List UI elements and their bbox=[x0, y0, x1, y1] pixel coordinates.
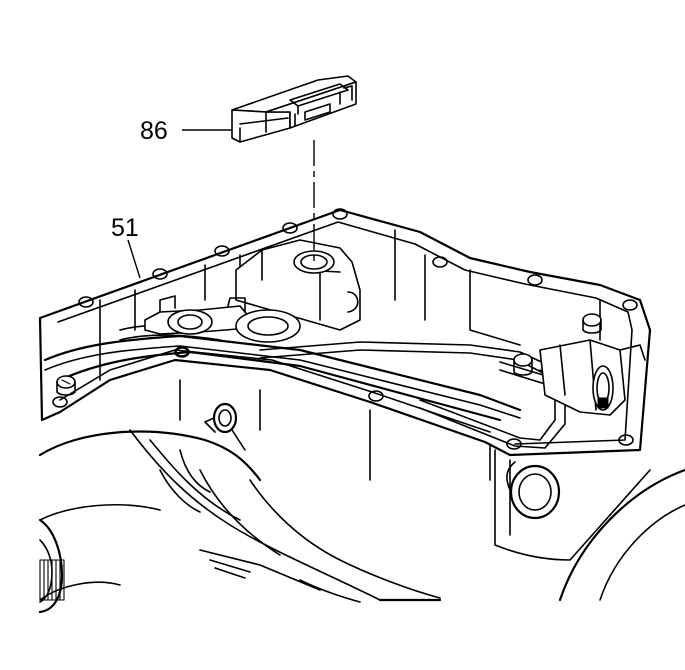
bolt-left bbox=[56, 375, 76, 396]
detent-lever bbox=[144, 295, 301, 343]
callout-86-label: 86 bbox=[140, 117, 168, 145]
bolt-right-mid bbox=[513, 353, 533, 376]
flange-bolt-holes bbox=[52, 208, 638, 450]
bolt-center bbox=[175, 347, 189, 357]
electrical-connector bbox=[539, 339, 646, 416]
callout-51-leader bbox=[127, 239, 141, 279]
callout-51-label: 51 bbox=[111, 214, 139, 242]
valve-body-cover-flange bbox=[38, 208, 652, 481]
transmission-case bbox=[38, 402, 685, 614]
bolt-right-upper bbox=[582, 313, 602, 334]
wiring-harness bbox=[43, 324, 586, 449]
bolts bbox=[56, 313, 602, 396]
valve-body-boss bbox=[235, 239, 361, 331]
part-86-module bbox=[231, 75, 357, 143]
